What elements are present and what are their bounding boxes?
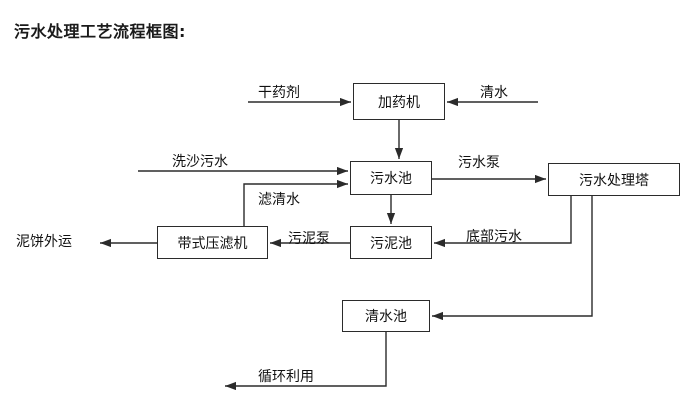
edge-filtrate (243, 179, 348, 226)
node-label: 污水池 (370, 171, 412, 187)
label-sand-wash-sewage: 洗沙污水 (172, 154, 228, 170)
label-mud-cake-transport: 泥饼外运 (16, 234, 72, 250)
label-sewage-pump: 污水泵 (458, 155, 500, 171)
edge-recycle (225, 332, 387, 391)
label-bottom-sewage: 底部污水 (466, 229, 522, 245)
label-clean-water: 清水 (480, 85, 508, 101)
node-dosing-machine[interactable]: 加药机 (353, 83, 445, 120)
label-filtrate-water: 滤清水 (258, 192, 300, 208)
node-label: 污泥池 (370, 235, 412, 252)
edge-bottom-sewage (434, 196, 572, 248)
node-belt-filter-press[interactable]: 带式压滤机 (157, 226, 268, 259)
edge-tower-to-clearwater (432, 196, 593, 321)
label-recycle-use: 循环利用 (258, 369, 314, 385)
node-label: 污水处理塔 (579, 172, 649, 189)
node-label: 清水池 (365, 309, 407, 325)
node-label: 带式压滤机 (177, 235, 248, 252)
label-sludge-pump: 污泥泵 (288, 231, 330, 247)
label-dry-reagent: 干药剂 (258, 85, 300, 101)
page-title: 污水处理工艺流程框图: (14, 22, 186, 41)
node-label: 加药机 (378, 94, 420, 111)
node-sludge-pool[interactable]: 污泥池 (350, 226, 432, 259)
node-clearwater-pool[interactable]: 清水池 (342, 300, 430, 332)
node-treatment-tower[interactable]: 污水处理塔 (548, 163, 680, 196)
node-sewage-pool[interactable]: 污水池 (350, 161, 432, 195)
